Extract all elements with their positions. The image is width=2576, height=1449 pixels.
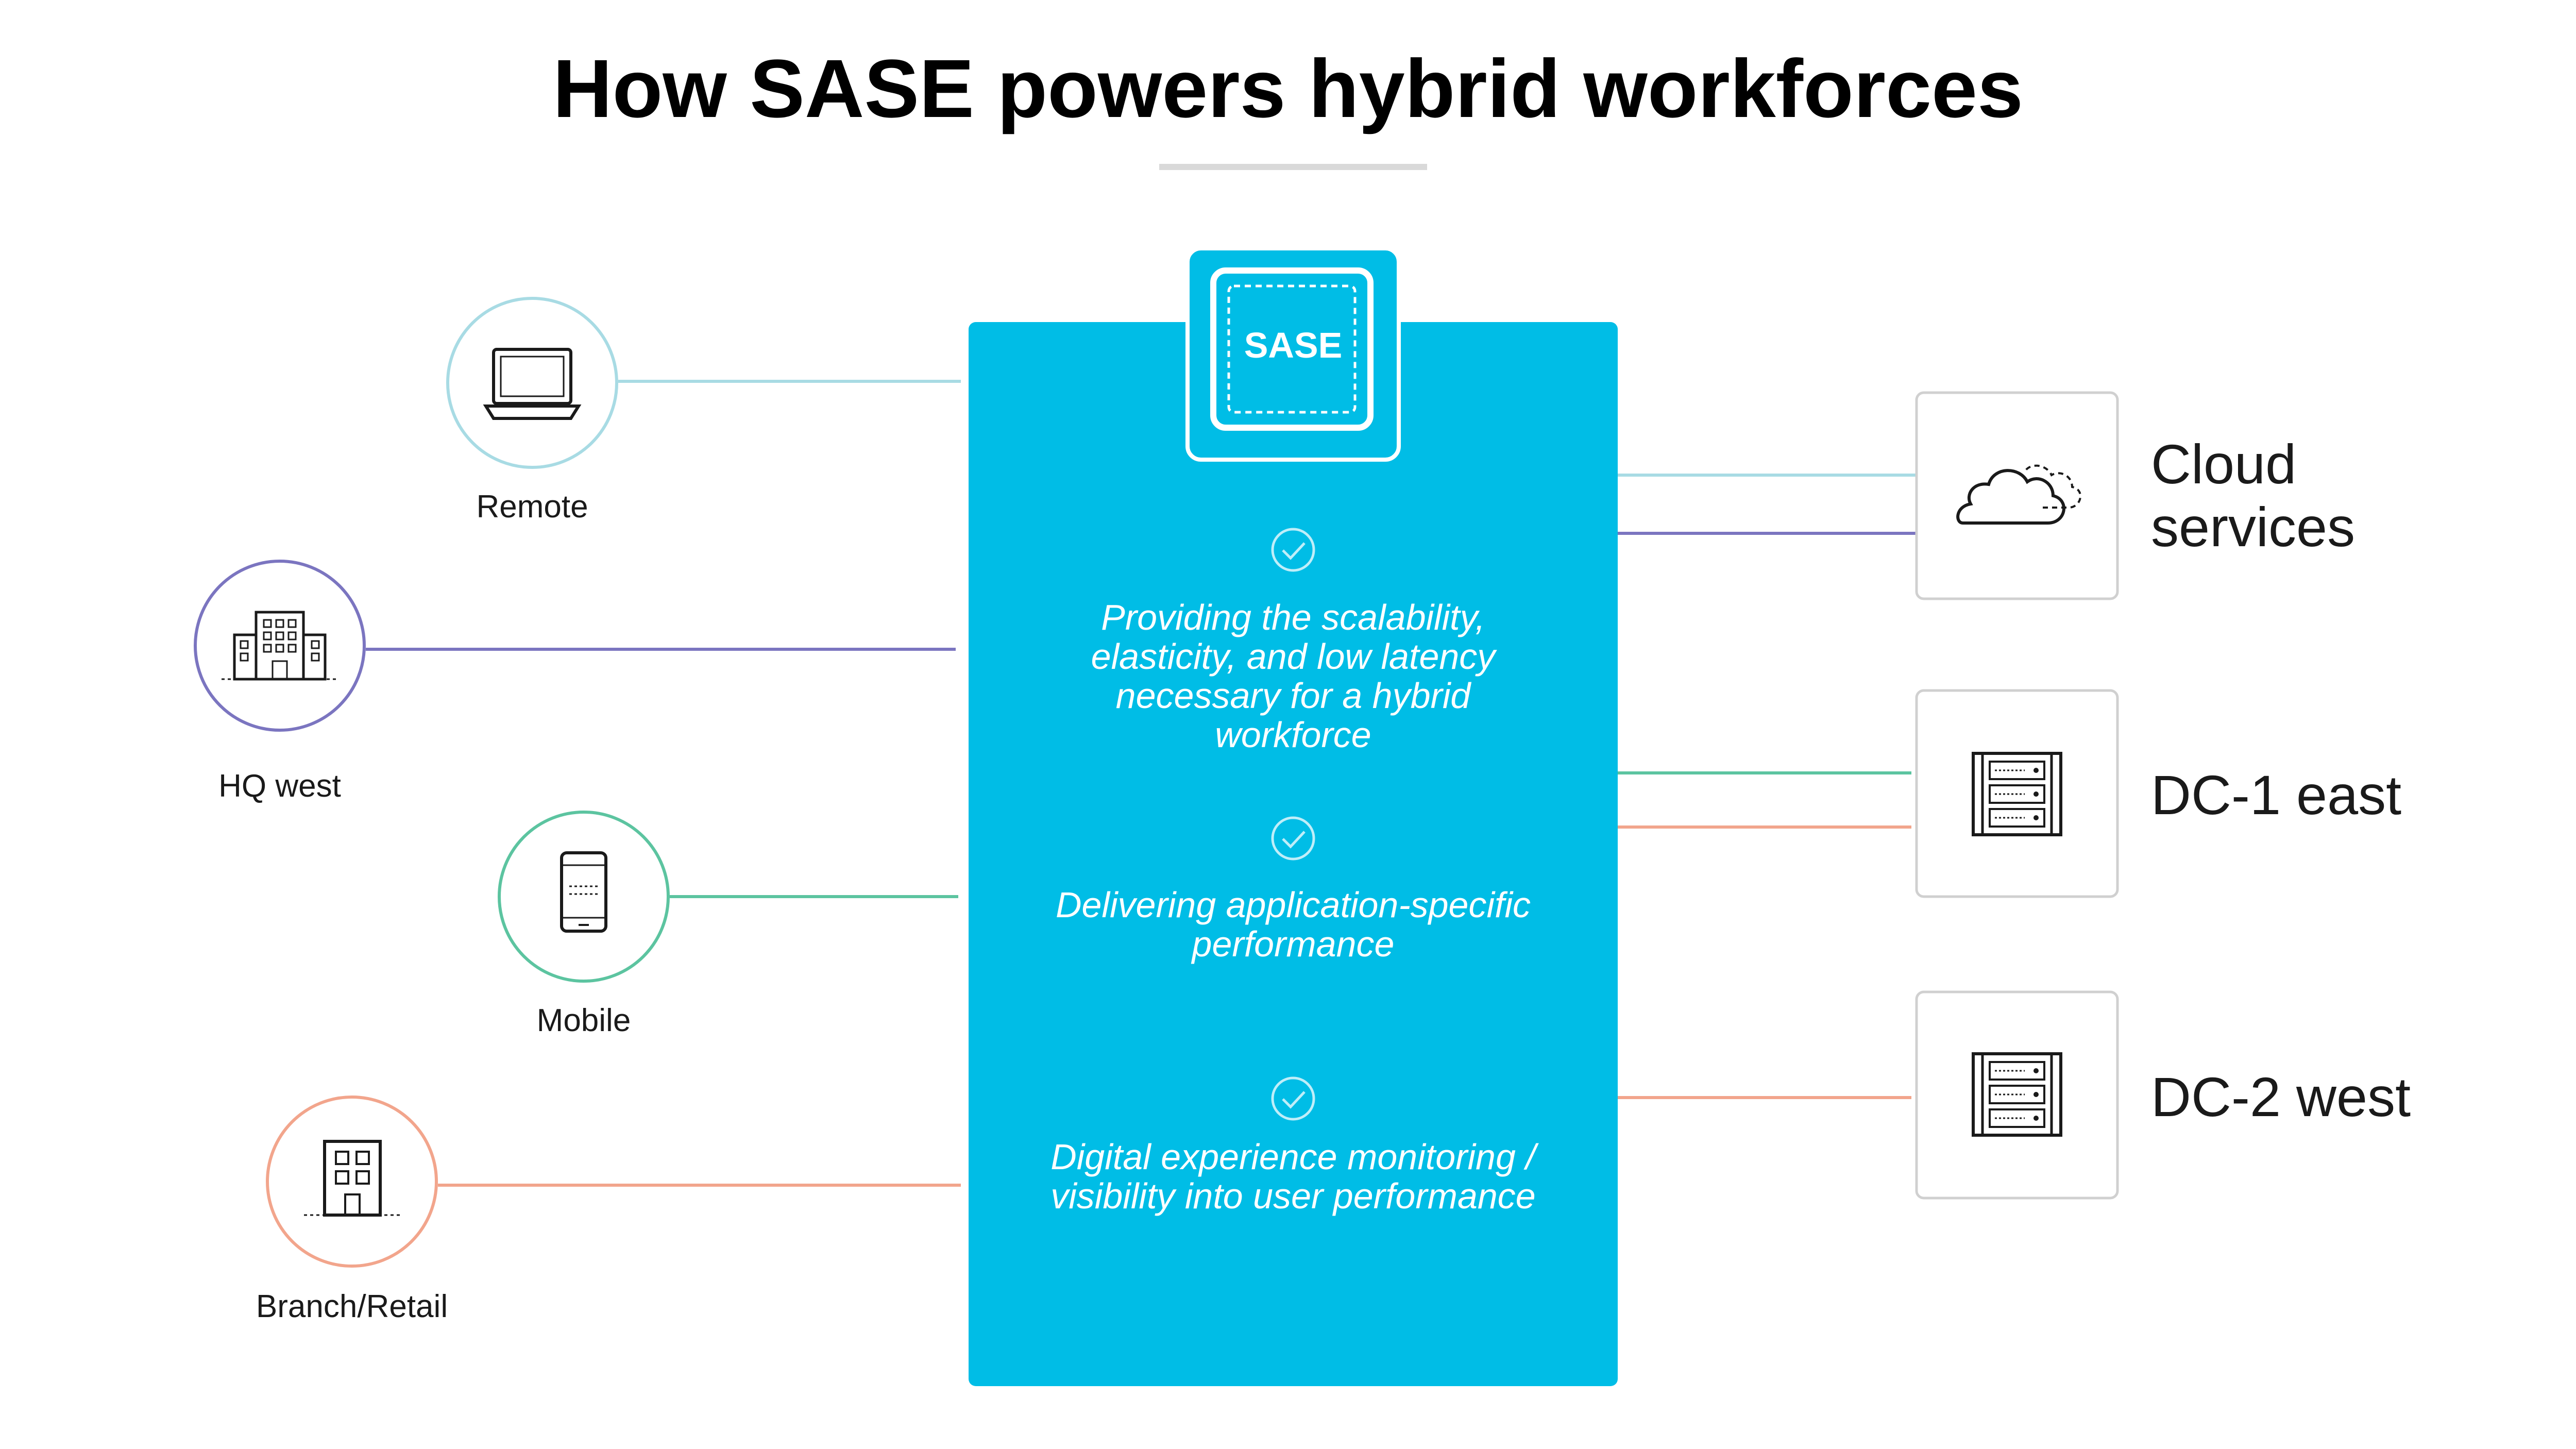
label-dc1-east: DC-1 east	[2151, 764, 2402, 826]
sase-badge-dashed-frame	[1227, 284, 1357, 414]
node-hq-west	[194, 560, 366, 732]
check-icon	[1271, 1076, 1315, 1121]
laptop-icon	[483, 348, 582, 420]
label-remote: Remote	[476, 489, 588, 525]
benefit-scalability: Providing the scalability, elasticity, a…	[1091, 597, 1496, 755]
benefit-performance: Delivering application-specific performa…	[1055, 885, 1531, 964]
sase-label: SASE	[1244, 325, 1343, 365]
server-rack-icon	[1972, 752, 2062, 836]
label-hq-west: HQ west	[218, 768, 341, 804]
server-rack-icon	[1972, 1052, 2062, 1137]
label-cloud-services: Cloud services	[2151, 433, 2355, 558]
diagram-title: How SASE powers hybrid workforces	[553, 42, 2023, 134]
check-icon	[1271, 528, 1315, 572]
node-branch-retail	[266, 1096, 438, 1268]
node-remote	[446, 297, 618, 469]
check-icon	[1271, 816, 1315, 861]
sase-badge-inner-frame	[1210, 267, 1374, 431]
label-dc2-west: DC-2 west	[2151, 1066, 2411, 1128]
title-divider	[1159, 164, 1427, 170]
cloud-icon	[1956, 464, 2081, 525]
branch-building-icon	[304, 1140, 401, 1217]
sase-badge	[1185, 246, 1401, 462]
sase-panel	[969, 322, 1618, 1386]
label-mobile: Mobile	[536, 1003, 631, 1038]
benefit-monitoring: Digital experience monitoring / visibili…	[1050, 1137, 1536, 1216]
node-mobile	[498, 811, 670, 983]
smartphone-icon	[560, 851, 607, 933]
label-branch-retail: Branch/Retail	[256, 1289, 448, 1324]
card-cloud-services	[1915, 391, 2119, 600]
office-building-icon	[222, 611, 338, 681]
